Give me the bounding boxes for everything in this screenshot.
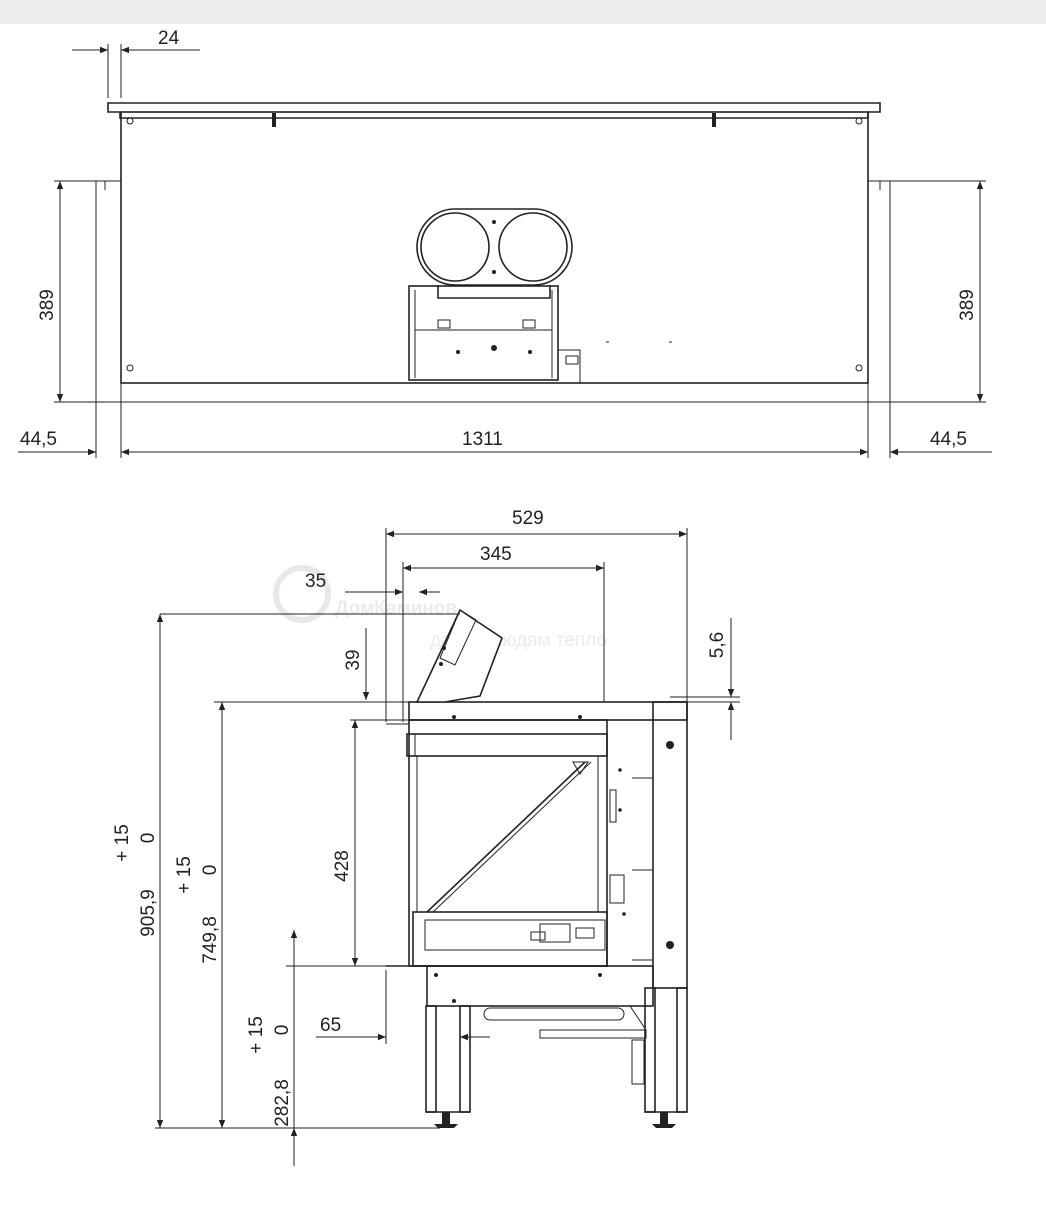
dim-width-label: 1311	[462, 429, 503, 450]
dim-base-height-label: 282,8	[272, 1079, 293, 1127]
dim-base-tol-plus-label: + 15	[246, 1016, 267, 1054]
dim-top-gap-label: 5,6	[707, 632, 728, 658]
dim-opening-height-label: 428	[332, 850, 353, 882]
side-view: 529 345 35 39 5,6 428 65	[112, 508, 740, 1166]
dim-flue-offset-label: 35	[305, 571, 326, 592]
watermark-brand: ДомКаминов	[335, 598, 457, 619]
dim-depth-label: 529	[512, 508, 544, 529]
dim-top-offset-label: 24	[158, 28, 180, 49]
dim-flue-height-label: 39	[343, 649, 364, 670]
dim-base-tol-zero-label: 0	[272, 1025, 293, 1036]
dim-left-margin-label: 44,5	[20, 429, 57, 450]
dim-right-margin-label: 44,5	[930, 429, 967, 450]
dim-total-height-label: 905,9	[138, 889, 159, 937]
dim-inner-depth-label: 345	[480, 544, 512, 565]
dim-total-tol-zero-label: 0	[138, 833, 159, 844]
front-view: 24 389 389 44,5 1311 44,5	[18, 28, 992, 458]
watermark-logo-icon	[273, 565, 331, 623]
dim-body-tol-zero-label: 0	[200, 865, 221, 876]
dim-front-offset-label: 65	[320, 1015, 341, 1036]
dim-height-left-label: 389	[37, 289, 58, 321]
dim-height-right-label: 389	[957, 289, 978, 321]
dim-body-tol-plus-label: + 15	[174, 856, 195, 894]
dim-total-tol-plus-label: + 15	[112, 824, 133, 862]
top-gray-band	[0, 0, 1046, 24]
dim-body-height-label: 749,8	[200, 916, 221, 964]
